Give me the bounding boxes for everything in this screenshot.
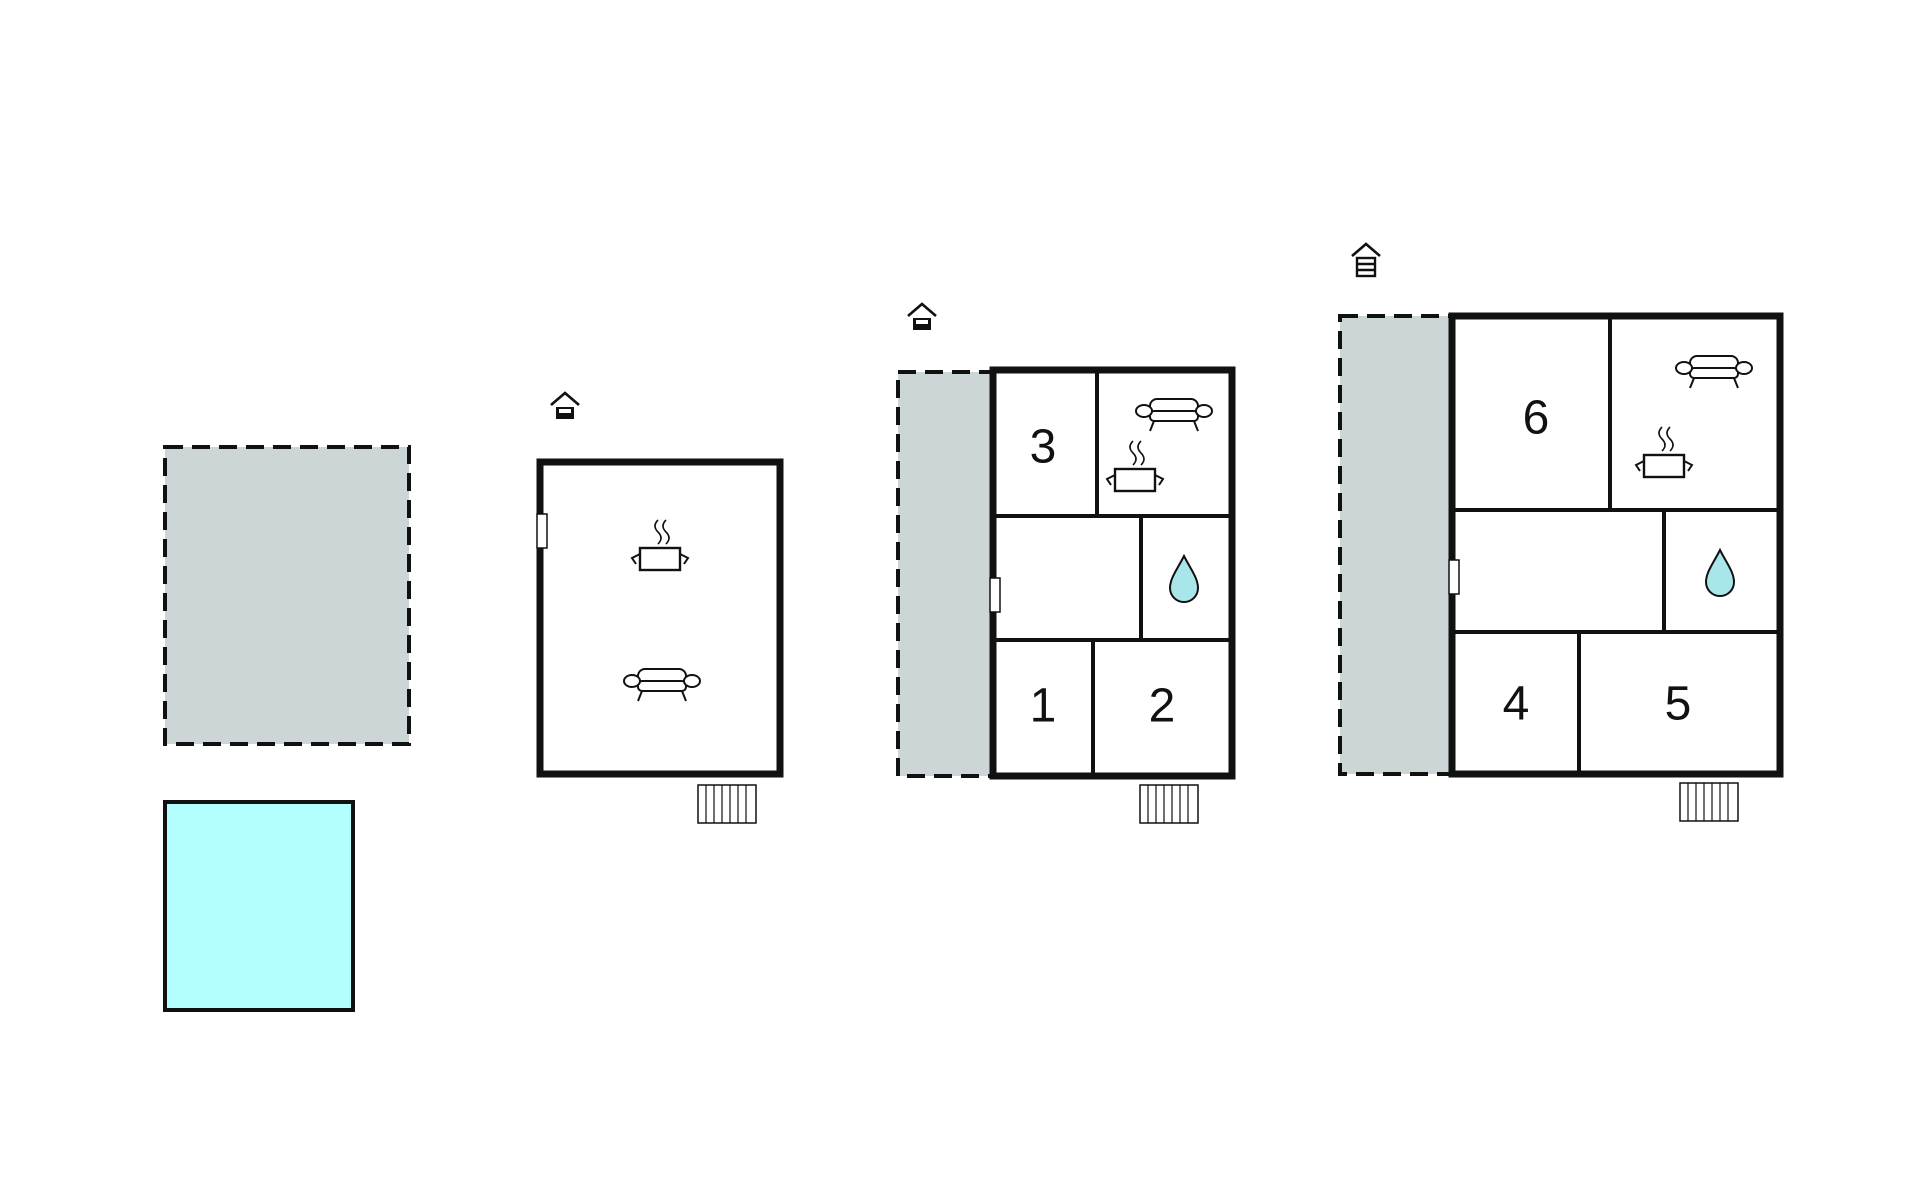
plan-c-outer-wall xyxy=(1448,312,1784,778)
terrace-area xyxy=(163,445,411,746)
terrace-area xyxy=(1338,314,1454,776)
door-marker xyxy=(989,577,1001,613)
pool xyxy=(163,800,355,1012)
room-label-3: 3 xyxy=(1030,421,1057,474)
entrance-icon xyxy=(906,302,938,332)
room-label-6: 6 xyxy=(1523,392,1550,445)
stairs-icon xyxy=(1139,784,1199,824)
floor-plan-c: 6 4 5 xyxy=(1338,242,1784,822)
entrance-icon xyxy=(549,391,581,421)
door-marker xyxy=(536,513,548,549)
interior-walls xyxy=(993,370,1232,776)
terrace-area xyxy=(896,370,995,778)
floor-level-icon xyxy=(1351,242,1381,278)
room-label-1: 1 xyxy=(1030,680,1057,733)
door-marker xyxy=(1448,559,1460,595)
plan-a-outer-wall xyxy=(536,458,784,778)
stairs-icon xyxy=(697,784,757,824)
room-label-2: 2 xyxy=(1149,680,1176,733)
interior-walls xyxy=(1452,316,1780,774)
room-label-4: 4 xyxy=(1503,678,1530,731)
floor-plan-a xyxy=(536,391,784,824)
floor-plan-b: 3 1 2 xyxy=(896,302,1236,824)
room-label-5: 5 xyxy=(1665,678,1692,731)
stairs-icon xyxy=(1679,782,1739,822)
